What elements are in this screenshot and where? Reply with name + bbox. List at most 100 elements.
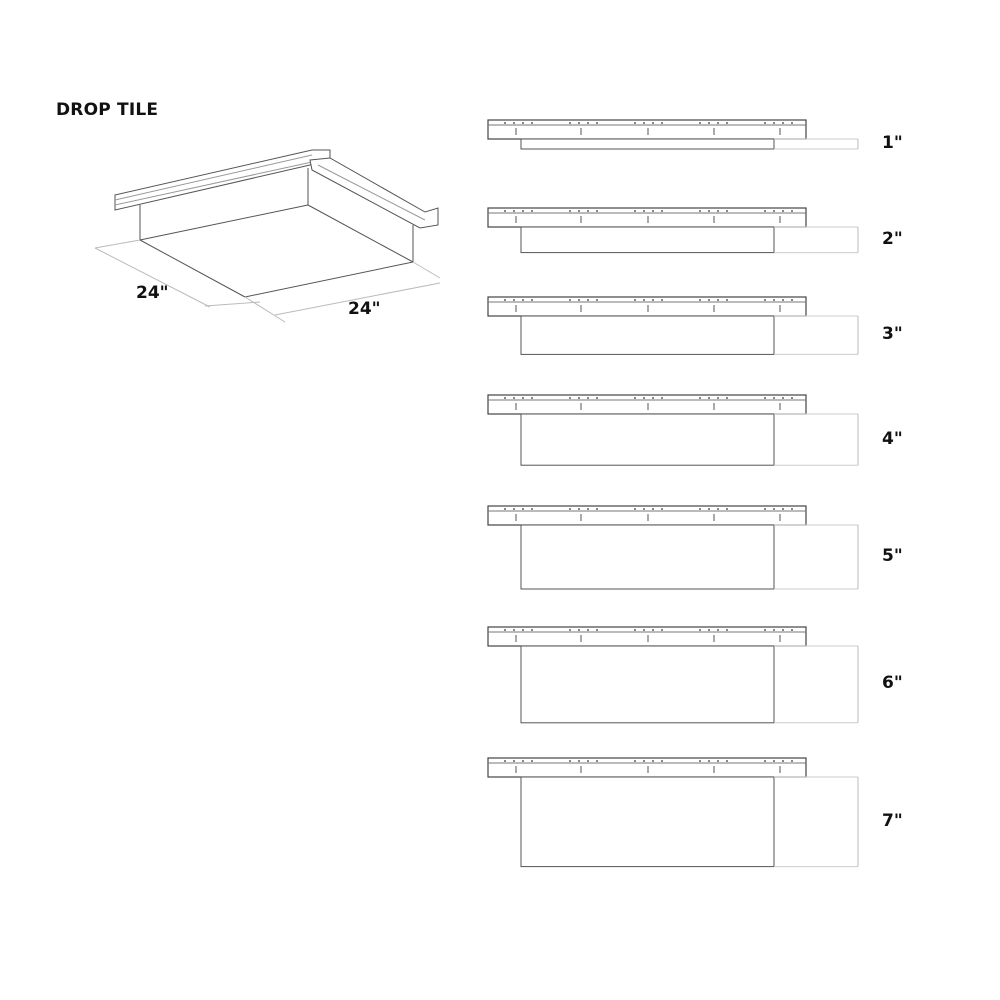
rail-hole — [773, 299, 775, 301]
rail-hole — [587, 210, 589, 212]
rail-hole — [569, 397, 571, 399]
rail-hole — [504, 629, 506, 631]
depth-label: 2" — [882, 228, 903, 249]
rail — [487, 505, 807, 526]
rail-hole — [764, 508, 766, 510]
rail-hole — [569, 508, 571, 510]
rail-hole — [782, 629, 784, 631]
rail-hole — [717, 210, 719, 212]
rail-hole — [652, 629, 654, 631]
rail-hole — [578, 760, 580, 762]
rail-hole — [522, 210, 524, 212]
rail-hole — [764, 760, 766, 762]
rail-hole — [782, 397, 784, 399]
tile-box — [520, 776, 775, 868]
rail-hole — [522, 122, 524, 124]
back-rail — [114, 149, 331, 211]
rail-hole — [791, 629, 793, 631]
rail-hole — [596, 299, 598, 301]
profile-4 — [487, 394, 859, 466]
rail-hole — [569, 122, 571, 124]
rail-hole — [764, 299, 766, 301]
rail-hole — [782, 122, 784, 124]
rail — [487, 296, 807, 317]
rail — [487, 119, 807, 140]
rail-hole — [791, 210, 793, 212]
rail-hole — [661, 210, 663, 212]
profile-2 — [487, 207, 859, 254]
rail-hole — [596, 760, 598, 762]
rail-hole — [522, 760, 524, 762]
rail-hole — [578, 210, 580, 212]
rail-hole — [791, 760, 793, 762]
depth-label: 7" — [882, 810, 903, 831]
rail-hole — [708, 760, 710, 762]
rail-hole — [634, 760, 636, 762]
rail-hole — [634, 210, 636, 212]
profile-7 — [487, 757, 859, 868]
rail-hole — [652, 508, 654, 510]
rail-hole — [652, 299, 654, 301]
rail-hole — [699, 397, 701, 399]
rail-hole — [522, 629, 524, 631]
rail-hole — [661, 508, 663, 510]
rail-hole — [643, 299, 645, 301]
rail-hole — [504, 508, 506, 510]
rail-hole — [782, 760, 784, 762]
rail-hole — [717, 122, 719, 124]
rail-hole — [587, 397, 589, 399]
rail-hole — [708, 629, 710, 631]
rail — [487, 207, 807, 228]
rail-hole — [569, 629, 571, 631]
rail-hole — [634, 508, 636, 510]
rail-hole — [513, 508, 515, 510]
rail-hole — [726, 508, 728, 510]
rail-hole — [708, 508, 710, 510]
rail-hole — [782, 210, 784, 212]
rail-hole — [652, 760, 654, 762]
tile-box — [520, 645, 775, 724]
rail-hole — [634, 397, 636, 399]
rail-hole — [773, 397, 775, 399]
depth-label: 1" — [882, 133, 903, 153]
rail-hole — [569, 299, 571, 301]
rail-hole — [773, 122, 775, 124]
rail-hole — [596, 508, 598, 510]
diagram-title: DROP TILE — [56, 100, 159, 120]
rail-hole — [782, 299, 784, 301]
profile-1 — [487, 119, 859, 150]
tile-box — [520, 226, 775, 254]
rail-hole — [522, 299, 524, 301]
rail-hole — [661, 299, 663, 301]
rail-hole — [531, 210, 533, 212]
rail — [487, 757, 807, 778]
rail-hole — [708, 122, 710, 124]
rail-hole — [513, 299, 515, 301]
rail-hole — [578, 397, 580, 399]
rail-hole — [578, 508, 580, 510]
rail-hole — [596, 397, 598, 399]
rail-hole — [587, 122, 589, 124]
rail-hole — [791, 299, 793, 301]
depth-label: 5" — [882, 546, 903, 566]
rail-hole — [726, 760, 728, 762]
rail-hole — [708, 299, 710, 301]
rail-hole — [569, 760, 571, 762]
rail-hole — [522, 397, 524, 399]
iso-length-label: 24" — [348, 299, 381, 319]
rail — [487, 394, 807, 415]
isometric-drop-tile — [94, 149, 441, 323]
rail-hole — [643, 210, 645, 212]
rail-hole — [643, 397, 645, 399]
rail-hole — [531, 508, 533, 510]
rail-hole — [726, 629, 728, 631]
rail-hole — [596, 629, 598, 631]
rail — [487, 626, 807, 647]
rail-hole — [513, 122, 515, 124]
rail-hole — [578, 122, 580, 124]
rail-hole — [791, 508, 793, 510]
rail-hole — [726, 397, 728, 399]
rail-hole — [643, 760, 645, 762]
rail-hole — [717, 397, 719, 399]
rail-hole — [578, 629, 580, 631]
